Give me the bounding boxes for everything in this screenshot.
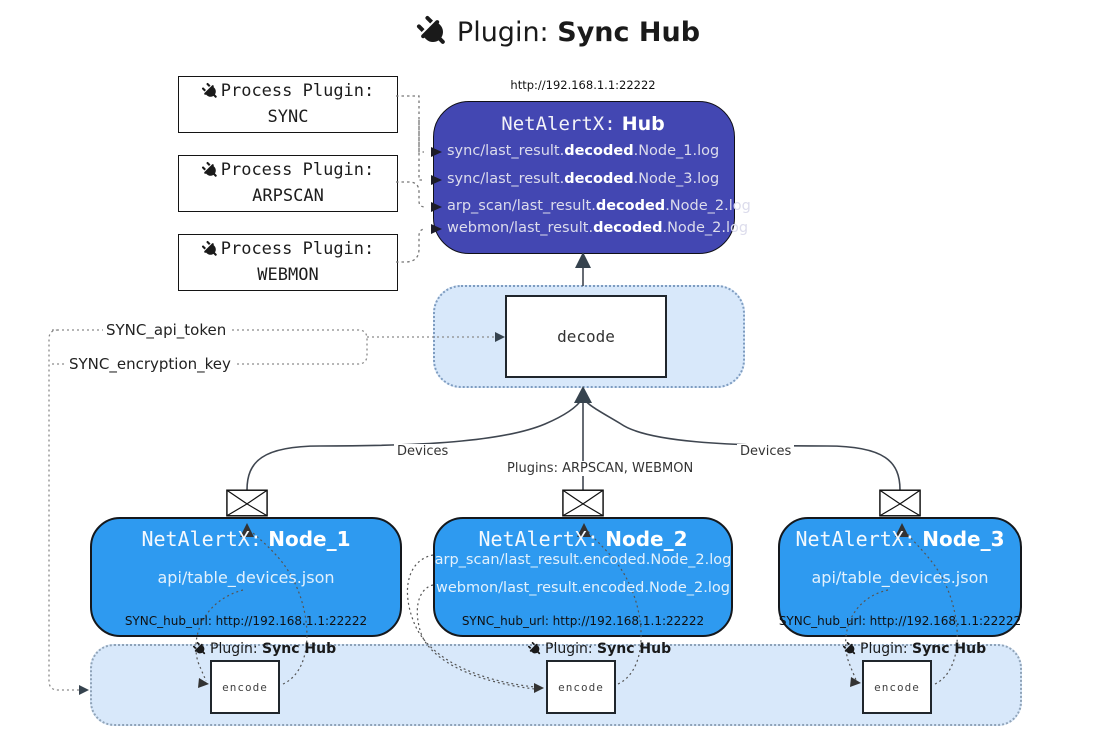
- hub-row-bold: decoded: [595, 198, 666, 214]
- encode-label: encode: [874, 680, 920, 694]
- encoder-plugin-word: Plugin:: [860, 641, 908, 657]
- encoder-plugin-word: Plugin:: [210, 641, 258, 657]
- hub-name: Hub: [621, 113, 665, 135]
- node-3-hub-url: SYNC_hub_url: http://192.168.1.1:22222: [778, 614, 1022, 628]
- hub-url-label: http://192.168.1.1:22222: [510, 78, 656, 92]
- process-plugin-arpscan: Process Plugin: ARPSCAN: [178, 155, 398, 212]
- plug-icon: [840, 639, 860, 659]
- edge-label-devices-right: Devices: [737, 444, 795, 459]
- process-plugin-label: Process Plugin:: [220, 81, 375, 101]
- hub-row: sync/last_result.decoded.Node_3.log: [447, 171, 733, 187]
- node-name-prefix: NetAlertX:: [141, 527, 262, 551]
- plug-icon: [198, 237, 222, 261]
- encoder-2-label: Plugin: Sync Hub: [528, 641, 671, 657]
- node-2-file: arp_scan/last_result.encoded.Node_2.log: [434, 552, 732, 568]
- envelope-icon: [562, 488, 604, 518]
- hub-row-text: .Node_1.log: [633, 143, 720, 159]
- hub-row-text: webmon/last_result.: [447, 220, 594, 236]
- node-name-prefix: NetAlertX:: [478, 527, 599, 551]
- plug-icon: [198, 79, 222, 103]
- hub-row: arp_scan/last_result.decoded.Node_2.log: [447, 198, 751, 214]
- sync-encryption-key-label: SYNC_encryption_key: [66, 355, 234, 373]
- hub-row-bold: decoded: [593, 220, 663, 236]
- process-plugin-label: Process Plugin:: [220, 239, 375, 259]
- envelope-icon: [879, 488, 921, 518]
- node-3-title: NetAlertX: Node_3: [778, 527, 1022, 551]
- node-name: Node_1: [268, 527, 351, 551]
- hub-row-text: arp_scan/last_result.: [447, 198, 596, 214]
- node-3-box: [778, 517, 1022, 637]
- process-plugin-name: SYNC: [267, 106, 309, 127]
- node-1-title: NetAlertX: Node_1: [90, 527, 402, 551]
- edge-label-plugins: Plugins: ARPSCAN, WEBMON: [504, 461, 697, 476]
- sync-api-token-label: SYNC_api_token: [103, 321, 230, 339]
- encoder-plugin-name: Sync Hub: [912, 641, 987, 657]
- encode-label: encode: [558, 680, 604, 694]
- encode-box-1: encode: [210, 660, 280, 714]
- plug-icon: [198, 158, 222, 182]
- hub-box: [433, 101, 735, 254]
- node-3-file: api/table_devices.json: [811, 568, 989, 587]
- node-1-box: [90, 517, 402, 637]
- plug-icon: [410, 9, 455, 54]
- plug-icon: [190, 639, 210, 659]
- node-2-file: webmon/last_result.encoded.Node_2.log: [435, 580, 730, 596]
- title-name: Sync Hub: [557, 17, 701, 48]
- plug-icon: [525, 639, 545, 659]
- hub-row-text: .Node_3.log: [633, 171, 720, 187]
- process-plugin-name: ARPSCAN: [252, 185, 324, 206]
- encoder-3-label: Plugin: Sync Hub: [843, 641, 986, 657]
- process-plugin-label: Process Plugin:: [220, 160, 375, 180]
- process-plugin-webmon: Process Plugin: WEBMON: [178, 234, 398, 291]
- node-2-hub-url: SYNC_hub_url: http://192.168.1.1:22222: [461, 614, 705, 628]
- hub-row-text: sync/last_result.: [447, 171, 565, 187]
- hub-row-text: .Node_2.log: [662, 220, 749, 236]
- hub-row-text: sync/last_result.: [447, 143, 565, 159]
- diagram-title: Plugin: Sync Hub: [0, 16, 1117, 48]
- node-2-title: NetAlertX: Node_2: [433, 527, 733, 551]
- encoder-1-label: Plugin: Sync Hub: [193, 641, 336, 657]
- node-name-prefix: NetAlertX:: [795, 527, 916, 551]
- title-word: Plugin:: [456, 17, 549, 48]
- node-name: Node_3: [922, 527, 1005, 551]
- node-1-hub-url: SYNC_hub_url: http://192.168.1.1:22222: [124, 614, 368, 628]
- hub-row-text: .Node_2.log: [665, 198, 751, 214]
- decode-label: decode: [557, 327, 615, 346]
- encode-box-2: encode: [546, 660, 616, 714]
- hub-row: sync/last_result.decoded.Node_1.log: [447, 143, 733, 159]
- envelope-icon: [226, 488, 268, 518]
- node-1-file: api/table_devices.json: [157, 568, 335, 587]
- hub-name-prefix: NetAlertX:: [501, 113, 616, 135]
- encode-label: encode: [222, 680, 268, 694]
- hub-title: NetAlertX: Hub: [433, 113, 733, 135]
- encoder-plugin-name: Sync Hub: [262, 641, 337, 657]
- encoder-plugin-name: Sync Hub: [597, 641, 672, 657]
- hub-row-bold: decoded: [564, 143, 634, 159]
- encode-box-3: encode: [862, 660, 932, 714]
- edge-label-devices-left: Devices: [394, 444, 452, 459]
- hub-row: webmon/last_result.decoded.Node_2.log: [447, 220, 748, 236]
- node-name: Node_2: [605, 527, 688, 551]
- process-plugin-name: WEBMON: [257, 264, 319, 285]
- hub-row-bold: decoded: [564, 171, 634, 187]
- decode-box: decode: [505, 295, 667, 378]
- encoder-plugin-word: Plugin:: [545, 641, 593, 657]
- process-plugin-sync: Process Plugin: SYNC: [178, 76, 398, 133]
